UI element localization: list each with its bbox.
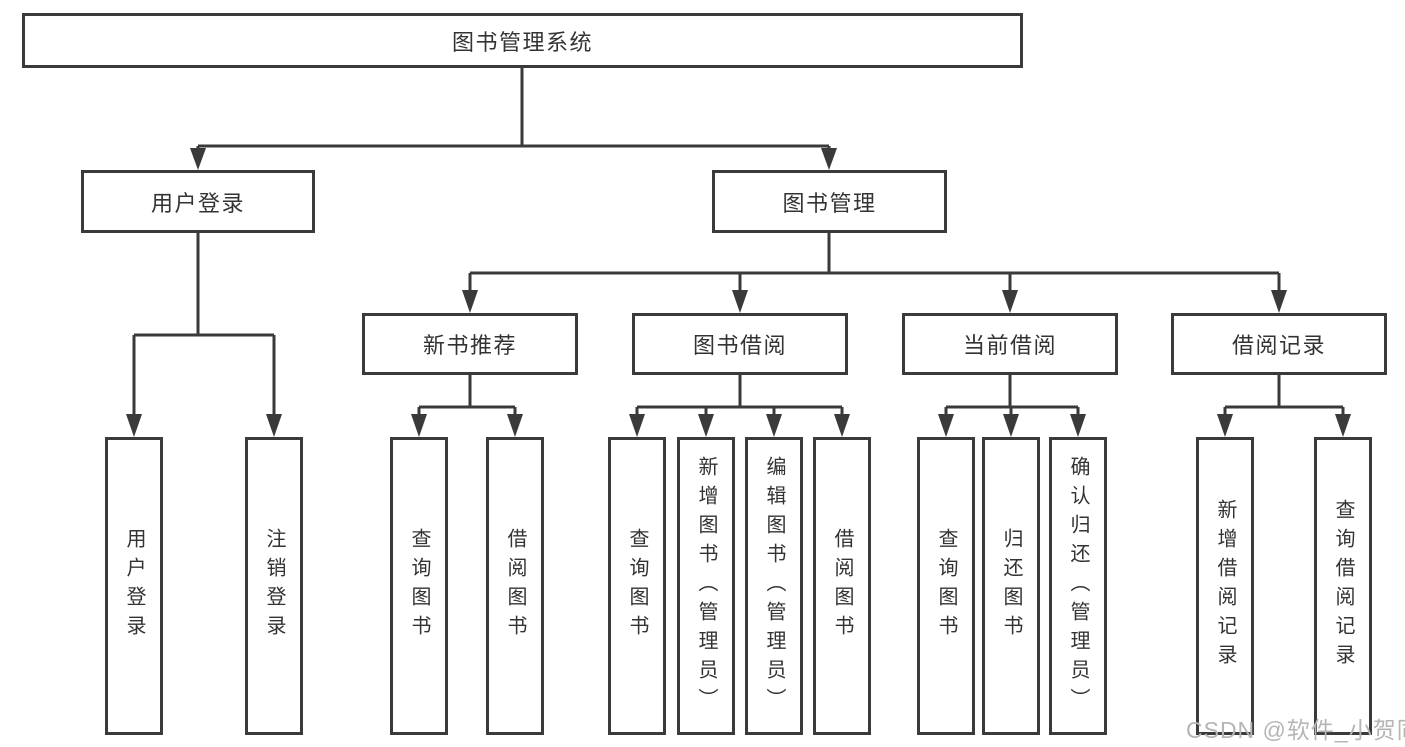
node-book-management: 图书管理 <box>712 170 947 233</box>
leaf-query-books-borrow: 查询图书 <box>608 437 666 735</box>
leaf-return-book: 归还图书 <box>982 437 1040 735</box>
leaf-confirm-return-admin: 确认归还（管理员） <box>1049 437 1107 735</box>
leaf-user-login: 用户登录 <box>105 437 163 735</box>
csdn-watermark: CSDN @软件_小贺同学 <box>1186 717 1405 743</box>
leaf-add-book-admin: 新增图书（管理员） <box>677 437 735 735</box>
leaf-logout: 注销登录 <box>245 437 303 735</box>
node-borrow-records: 借阅记录 <box>1171 313 1387 375</box>
leaf-borrow-books: 借阅图书 <box>813 437 871 735</box>
node-new-book-recommend: 新书推荐 <box>362 313 578 375</box>
leaf-query-borrow-record: 查询借阅记录 <box>1314 437 1372 735</box>
leaf-add-borrow-record: 新增借阅记录 <box>1196 437 1254 735</box>
leaf-query-books-recommend: 查询图书 <box>390 437 448 735</box>
leaf-query-books-current: 查询图书 <box>917 437 975 735</box>
leaf-edit-book-admin: 编辑图书（管理员） <box>745 437 803 735</box>
node-user-login: 用户登录 <box>81 170 315 233</box>
node-library-system: 图书管理系统 <box>22 13 1023 68</box>
leaf-borrow-books-recommend: 借阅图书 <box>486 437 544 735</box>
node-current-borrow: 当前借阅 <box>902 313 1118 375</box>
node-book-borrow: 图书借阅 <box>632 313 848 375</box>
